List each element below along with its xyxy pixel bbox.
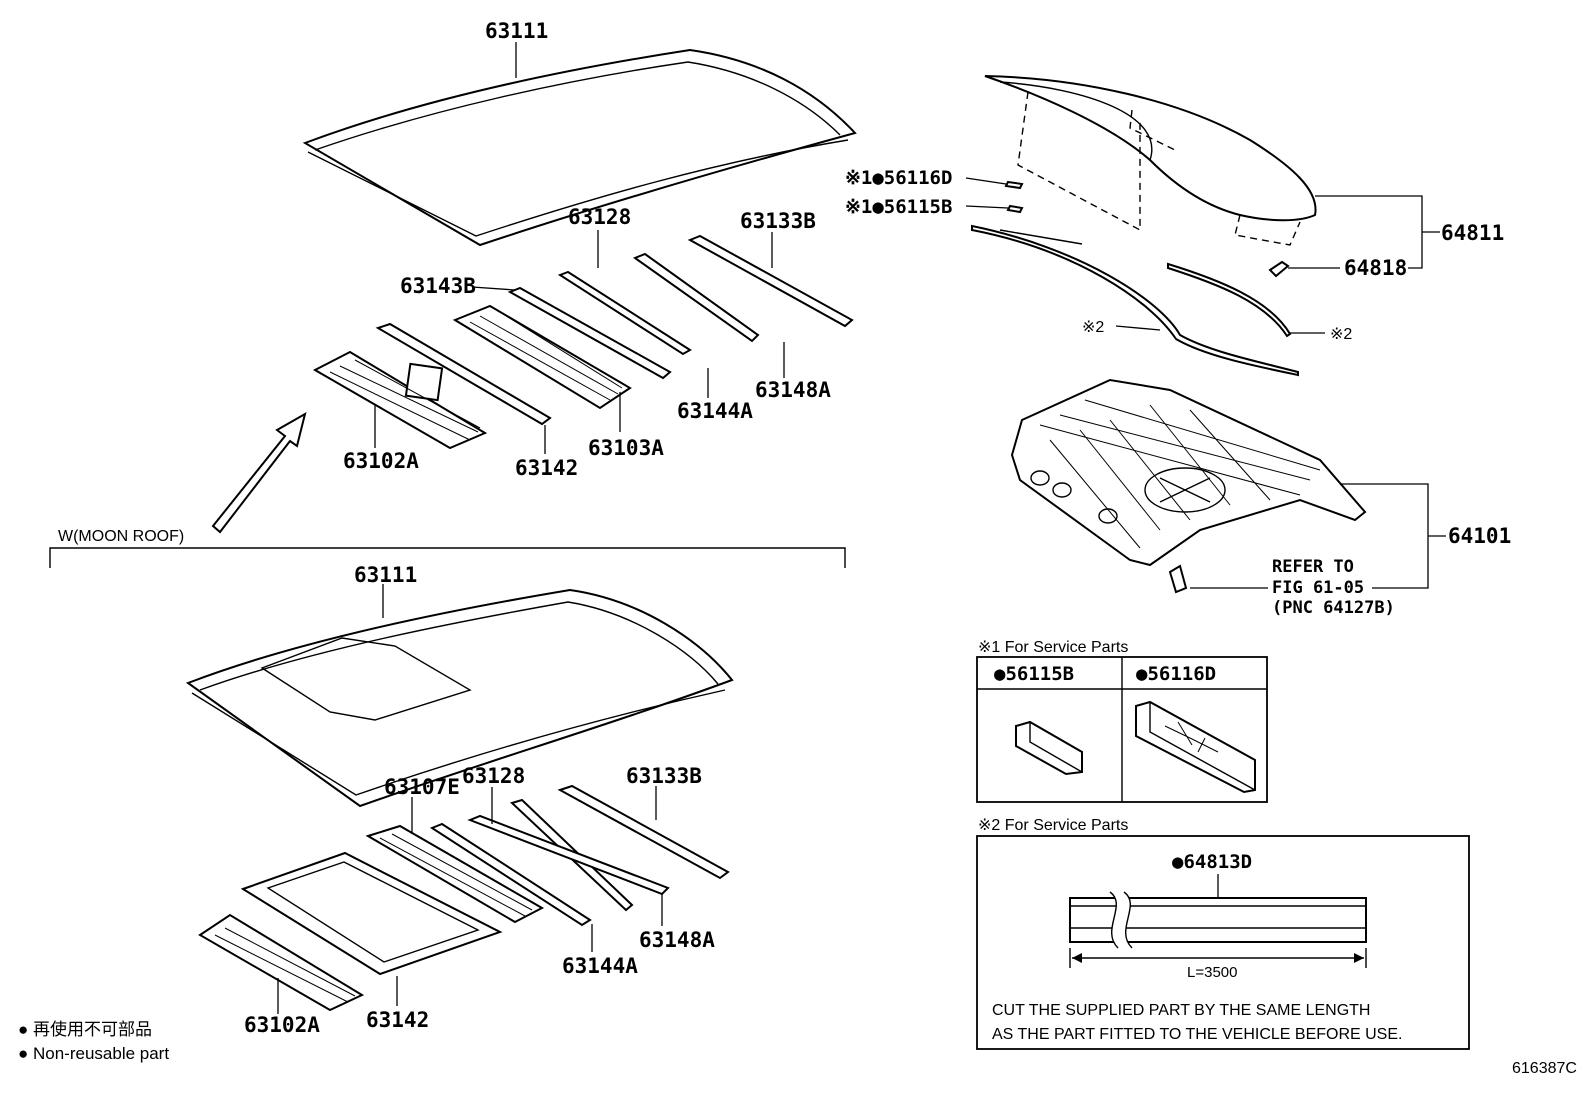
service-box-2-note-1: CUT THE SUPPLIED PART BY THE SAME LENGTH — [992, 1002, 1370, 1019]
label-63143b-upper: 63143B — [400, 274, 476, 298]
weatherstrip-right-drawing — [1167, 262, 1292, 338]
label-63133b-moonroof: 63133B — [626, 764, 702, 788]
service-box-2: ※2 For Service Parts ●64813D L=3500 CUT … — [976, 817, 1470, 1050]
plate-56116d-illustration — [1135, 700, 1256, 794]
label-56116d: ※1●56116D — [845, 167, 952, 189]
label-64811: 64811 — [1441, 221, 1504, 245]
label-63148a-moonroof: 63148A — [639, 928, 715, 952]
label-63102a-upper: 63102A — [343, 449, 419, 473]
bow-63142-upper-drawing — [375, 322, 552, 426]
service-box-2-note-2: AS THE PART FITTED TO THE VEHICLE BEFORE… — [992, 1026, 1402, 1043]
rail-63133b-moonroof-drawing — [557, 784, 730, 880]
label-63103a-upper: 63103A — [588, 436, 664, 460]
header-63102a-upper-drawing — [312, 350, 488, 450]
weatherstrip-left-drawing — [971, 224, 1299, 377]
service-box-1-title: ※1 For Service Parts — [978, 639, 1128, 656]
moon-roof-group: W(MOON ROOF) 63111 63107E 63128 63 — [49, 528, 846, 1037]
service-box-1-right-part: ●56116D — [1136, 663, 1216, 685]
refer-line-1: REFER TO — [1272, 557, 1354, 577]
label-63128-upper: 63128 — [568, 205, 631, 229]
reinf-63107e-drawing — [365, 824, 545, 924]
label-63142-moonroof: 63142 — [366, 1008, 429, 1032]
header-63102a-moonroof-drawing — [198, 913, 365, 1012]
label-63111-moonroof: 63111 — [354, 563, 417, 587]
label-63111-upper: 63111 — [485, 19, 548, 43]
label-64818: 64818 — [1344, 256, 1407, 280]
rail-63143b-drawing — [507, 286, 672, 380]
refer-line-3: (PNC 64127B) — [1272, 598, 1395, 618]
rail-63133b-drawing — [687, 234, 854, 328]
front-direction-arrow — [211, 411, 307, 534]
service-box-2-length: L=3500 — [1187, 964, 1237, 981]
label-63148a-upper: 63148A — [755, 378, 831, 402]
legend-jp: ● 再使用不可部品 — [18, 1019, 152, 1039]
label-63133b-upper: 63133B — [740, 209, 816, 233]
service-box-2-part: ●64813D — [1172, 851, 1252, 873]
label-63128-moonroof: 63128 — [462, 764, 525, 788]
rail-63144a-moonroof-drawing — [429, 822, 592, 927]
rear-group: ※1●56116D ※1●56115B 64811 64818 ※2 ※2 64… — [845, 75, 1511, 618]
service-box-1: ※1 For Service Parts ●56115B ●56116D — [976, 639, 1268, 803]
back-panel-drawing — [1010, 378, 1367, 567]
panel-63103a-drawing — [452, 304, 632, 410]
figure-code: 616387C — [1512, 1060, 1577, 1077]
label-63144a-moonroof: 63144A — [562, 954, 638, 978]
label-63107e: 63107E — [384, 775, 460, 799]
refer-line-2: FIG 61-05 — [1272, 578, 1364, 598]
option-label: W(MOON ROOF) — [58, 528, 184, 545]
moonroof-roof-panel-drawing — [185, 588, 734, 808]
label-56115b: ※1●56115B — [845, 196, 952, 218]
moonroof-opening — [260, 637, 472, 721]
rail-63128-upper-drawing — [632, 252, 760, 343]
label-63144a-upper: 63144A — [677, 399, 753, 423]
label-63102a-moonroof: 63102A — [244, 1013, 320, 1037]
deck-lid-drawing — [984, 75, 1317, 222]
rail-63148a-moonroof-drawing — [467, 814, 670, 896]
service-box-2-title: ※2 For Service Parts — [978, 817, 1128, 834]
service-box-1-left-part: ●56115B — [994, 663, 1074, 685]
legend-en: ● Non-reusable part — [18, 1044, 169, 1063]
option-bracket — [49, 547, 846, 568]
legend: ● 再使用不可部品 ● Non-reusable part — [18, 1019, 169, 1063]
label-64101: 64101 — [1448, 524, 1511, 548]
stopper-64818-drawing — [1268, 260, 1290, 278]
upper-roof-group: 63111 63128 63133B 63143B 63148A 63144A … — [302, 19, 857, 480]
label-mark-2-left: ※2 — [1082, 319, 1104, 336]
label-mark-2-right: ※2 — [1330, 326, 1352, 343]
roof-panel-drawing — [302, 48, 857, 247]
label-63142-upper: 63142 — [515, 456, 578, 480]
